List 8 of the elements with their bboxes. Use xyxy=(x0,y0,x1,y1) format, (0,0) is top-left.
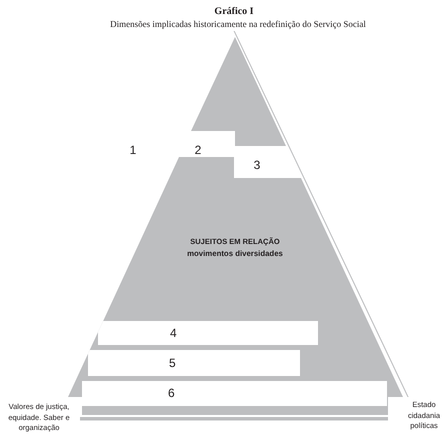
chart-subtitle: Dimensões implicadas historicamente na redefinição do Serviço Social xyxy=(110,19,366,29)
callout-number: 3 xyxy=(254,158,260,172)
callout-number: 2 xyxy=(194,143,202,157)
level-bar: 5 xyxy=(88,350,300,376)
chart-title: Gráfico I xyxy=(214,6,254,17)
callout-number: 1 xyxy=(130,143,136,157)
level-bar: 4 xyxy=(98,321,318,345)
level-bar: 6 xyxy=(82,381,387,406)
